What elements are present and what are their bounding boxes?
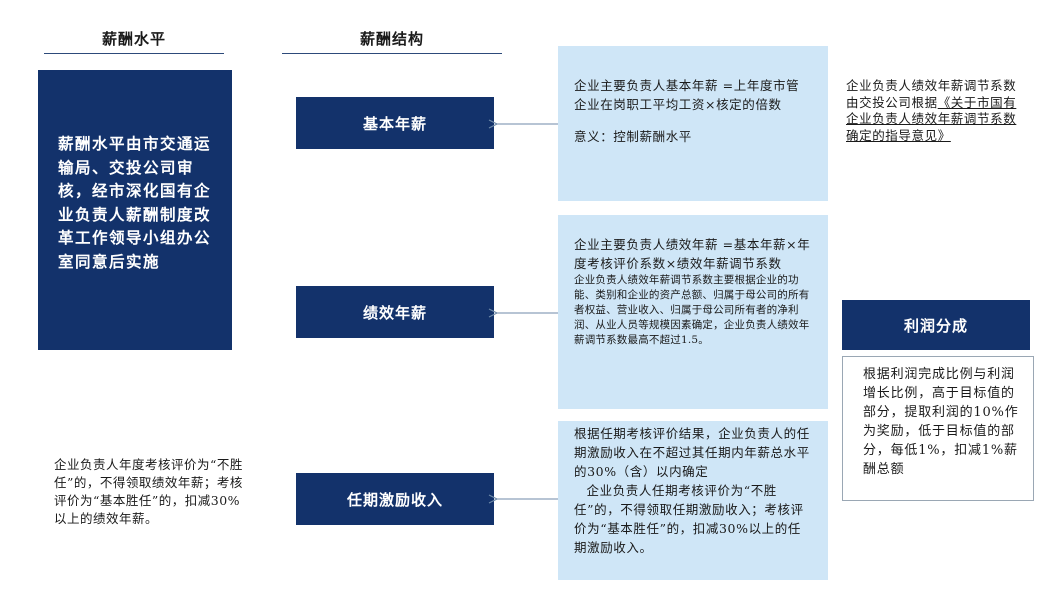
- performance-salary-formula: 企业主要负责人绩效年薪 =基本年薪×年度考核评价系数×绩效年薪调节系数: [574, 237, 811, 271]
- profit-sharing-text: 根据利润完成比例与利润增长比例，高于目标值的部分，提取利润的10%作为奖励，低于…: [863, 367, 1019, 477]
- header-salary-level-rule: [44, 53, 224, 54]
- term-incentive-description: 根据任期考核评价结果，企业负责人的任期激励收入在不超过其任期内年薪总水平的30%…: [558, 421, 828, 580]
- profit-sharing-title: 利润分成: [903, 316, 968, 335]
- base-salary-description: 企业主要负责人基本年薪 =上年度市管企业在岗职工平均工资×核定的倍数 意义：控制…: [558, 46, 828, 201]
- performance-salary-box: 绩效年薪: [296, 286, 494, 338]
- base-salary-label: 基本年薪: [362, 114, 427, 133]
- base-salary-box: 基本年薪: [296, 97, 494, 149]
- performance-adjust-note: 企业负责人绩效年薪调节系数由交投公司根据《关于市国有企业负责人绩效年薪调节系数确…: [846, 78, 1026, 144]
- performance-salary-label: 绩效年薪: [362, 303, 427, 322]
- base-salary-formula: 企业主要负责人基本年薪 =上年度市管企业在岗职工平均工资×核定的倍数: [574, 78, 800, 112]
- header-salary-structure-rule: [282, 53, 502, 54]
- performance-adjust-guideline-link[interactable]: 《关于市国有企业负责人绩效年薪调节系数确定的指导意见》: [846, 94, 1017, 143]
- term-incentive-rule-1: 根据任期考核评价结果，企业负责人的任期激励收入在不超过其任期内年薪总水平的30%…: [574, 426, 810, 479]
- term-incentive-rule-2: 企业负责人任期考核评价为“不胜任”的，不得领取任期激励收入；考核评价为“基本胜任…: [574, 483, 804, 555]
- performance-salary-description: 企业主要负责人绩效年薪 =基本年薪×年度考核评价系数×绩效年薪调节系数 企业负责…: [558, 215, 828, 409]
- performance-adjust-note-line1: 企业负责人绩效年薪调节系数由交投公司根据: [846, 78, 1017, 110]
- term-incentive-label: 任期激励收入: [346, 490, 443, 509]
- profit-sharing-header: 利润分成: [842, 300, 1030, 350]
- salary-level-panel: 薪酬水平由市交通运输局、交投公司审核，经市深化国有企业负责人薪酬制度改革工作领导…: [38, 70, 232, 350]
- performance-salary-detail: 企业负责人绩效年薪调节系数主要根据企业的功能、类别和企业的资产总额、归属于母公司…: [574, 274, 810, 346]
- salary-level-text: 薪酬水平由市交通运输局、交投公司审核，经市深化国有企业负责人薪酬制度改革工作领导…: [58, 134, 212, 271]
- profit-sharing-box: 根据利润完成比例与利润增长比例，高于目标值的部分，提取利润的10%作为奖励，低于…: [842, 356, 1034, 501]
- base-salary-meaning: 意义：控制薪酬水平: [574, 129, 692, 144]
- header-salary-level: 薪酬水平: [101, 30, 166, 48]
- annual-review-note: 企业负责人年度考核评价为“不胜任”的，不得领取绩效年薪；考核评价为“基本胜任”的…: [54, 457, 243, 526]
- header-salary-structure: 薪酬结构: [359, 30, 424, 48]
- term-incentive-box: 任期激励收入: [296, 473, 494, 525]
